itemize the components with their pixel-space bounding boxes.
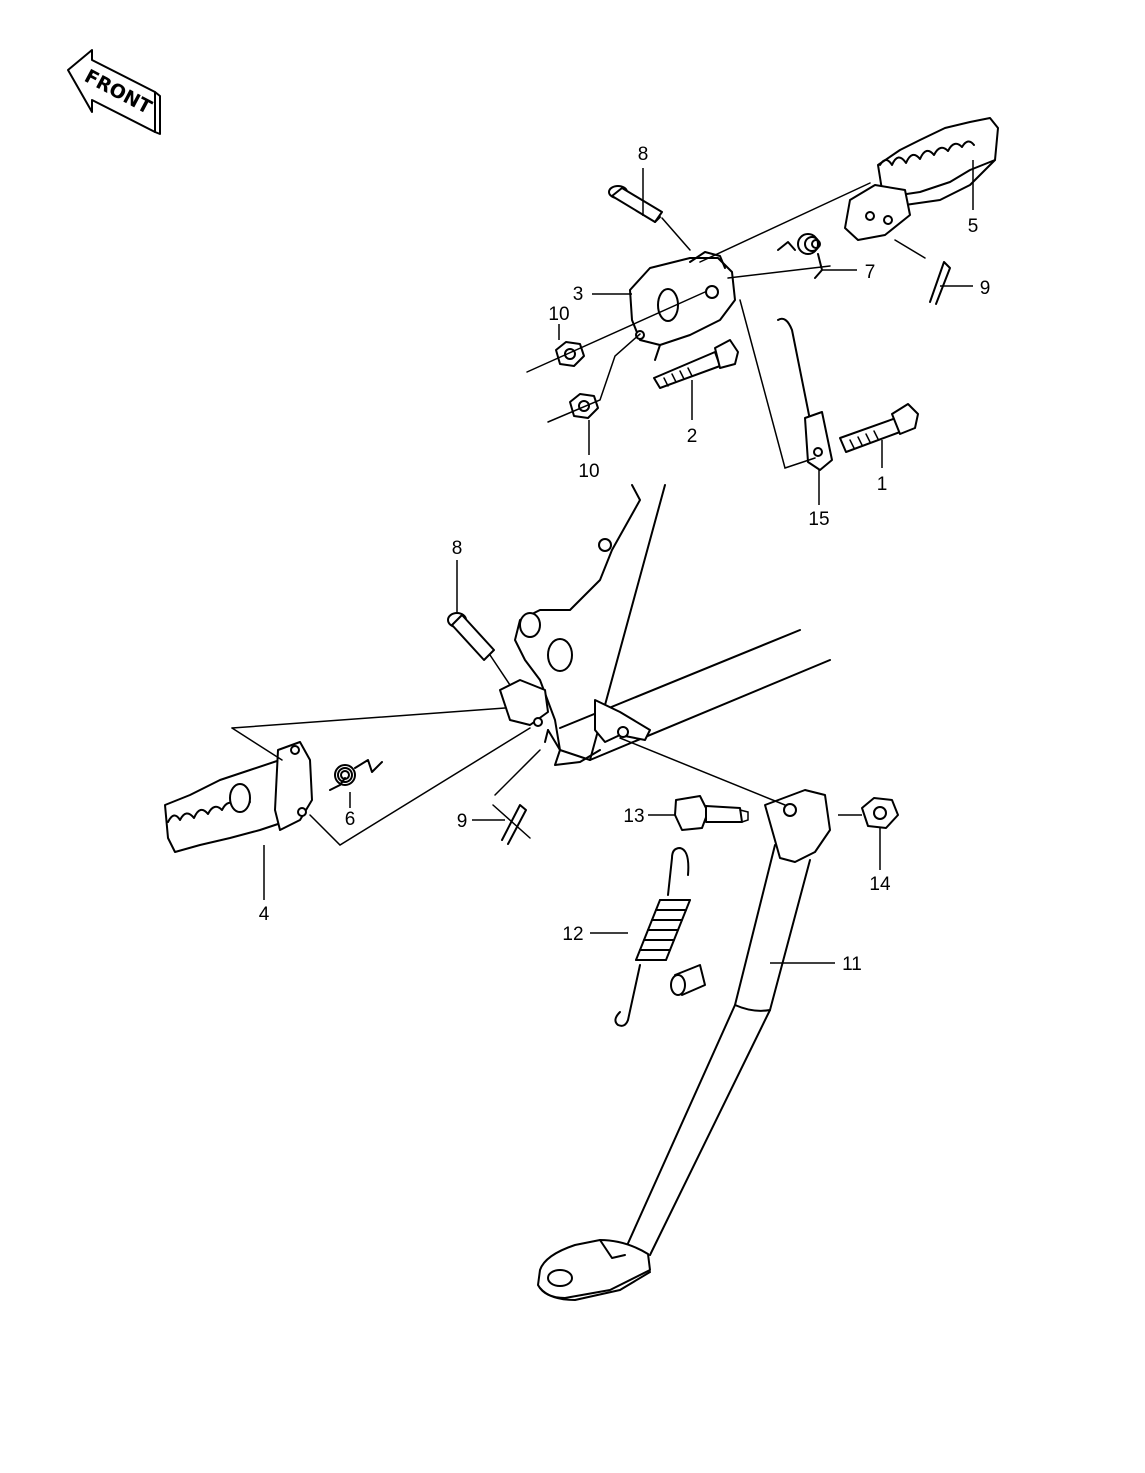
side-stand[interactable] xyxy=(537,789,831,1301)
clevis-pin-top[interactable] xyxy=(608,185,691,251)
callout-10-upper: 10 xyxy=(548,304,569,325)
spring-6[interactable] xyxy=(329,759,383,791)
callout-15: 15 xyxy=(808,509,829,530)
callout-2: 2 xyxy=(687,426,698,447)
callout-3: 3 xyxy=(573,284,584,305)
callout-7: 7 xyxy=(865,262,876,283)
callout-1: 1 xyxy=(877,474,888,495)
callout-13: 13 xyxy=(623,806,644,827)
right-footpeg-bracket[interactable] xyxy=(629,251,736,361)
cotter-pin-lower[interactable] xyxy=(492,804,531,845)
nut-14[interactable] xyxy=(861,797,899,829)
front-arrow-icon: FRONT xyxy=(67,49,161,135)
spring-7[interactable] xyxy=(777,233,823,279)
nut-10-upper[interactable] xyxy=(555,341,585,367)
callout-9-lower: 9 xyxy=(457,811,468,832)
callout-labels: 8 5 3 7 9 10 2 10 1 15 8 6 9 4 13 14 12 … xyxy=(259,144,991,975)
callout-11: 11 xyxy=(842,954,862,975)
callout-12: 12 xyxy=(562,924,583,945)
callout-8-lower: 8 xyxy=(452,538,463,559)
clevis-pin-lower[interactable] xyxy=(447,612,495,661)
cotter-pin-top[interactable] xyxy=(929,261,951,305)
bolt-1[interactable] xyxy=(839,403,919,453)
bolt-13[interactable] xyxy=(674,795,749,831)
frame xyxy=(499,484,831,766)
callout-10-lower: 10 xyxy=(578,461,599,482)
leader-lines xyxy=(263,160,974,964)
callout-9-top: 9 xyxy=(980,278,991,299)
kickstand-switch-15[interactable] xyxy=(777,317,833,471)
callout-5: 5 xyxy=(968,216,979,237)
callout-8-top: 8 xyxy=(638,144,649,165)
right-footpeg[interactable] xyxy=(844,117,999,241)
spring-12[interactable] xyxy=(614,847,691,1027)
callout-4: 4 xyxy=(259,904,270,925)
left-footpeg[interactable] xyxy=(164,741,313,853)
callout-6: 6 xyxy=(345,809,356,830)
bolt-2[interactable] xyxy=(653,339,739,389)
callout-14: 14 xyxy=(869,874,891,895)
